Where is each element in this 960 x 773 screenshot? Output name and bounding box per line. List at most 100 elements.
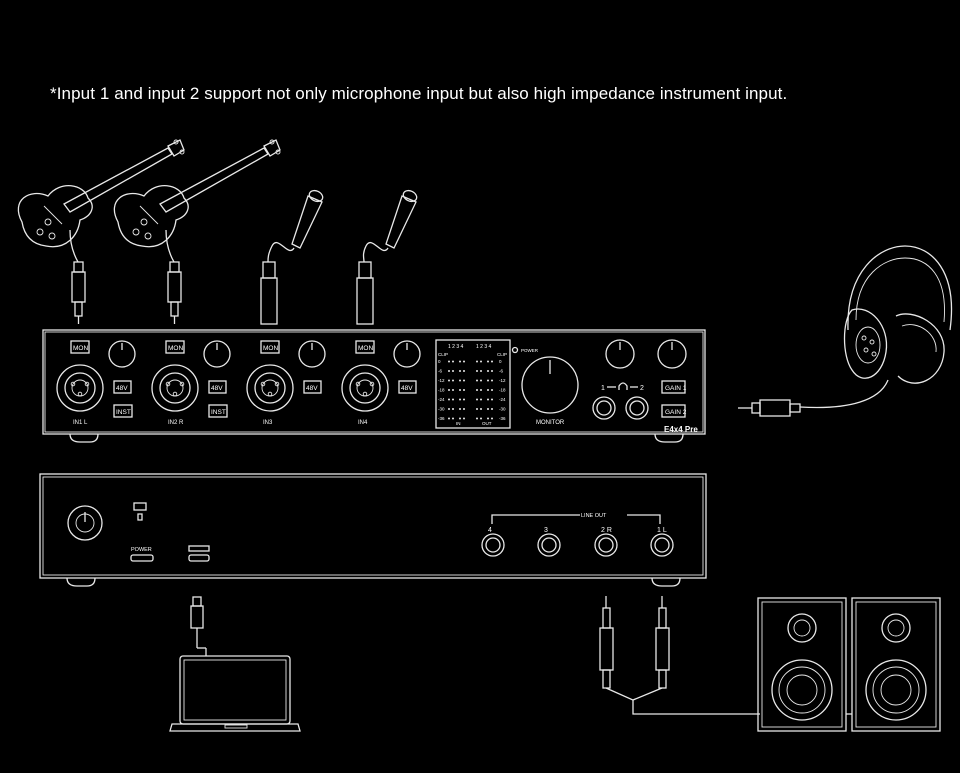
mon-label: MON <box>168 345 183 352</box>
meter-led-icon <box>452 408 454 410</box>
combo-jack[interactable] <box>151 364 199 412</box>
microphone-1-icon <box>260 189 324 325</box>
gain-knob[interactable] <box>298 340 326 368</box>
line-out-number: 4 <box>488 527 492 534</box>
meter-scale-right: -36 <box>499 416 506 421</box>
mon-label: MON <box>263 345 278 352</box>
meter-led-icon <box>448 379 450 382</box>
combo-jack[interactable] <box>246 364 294 412</box>
gain-knob[interactable] <box>108 340 136 368</box>
jack-plug-2-icon <box>167 261 182 324</box>
meter-led-icon <box>491 370 493 372</box>
monitor-knob[interactable] <box>521 356 579 414</box>
line-out-label: LINE OUT <box>581 513 607 519</box>
note-text: *Input 1 and input 2 support not only mi… <box>50 84 788 103</box>
usb-c-port[interactable] <box>188 554 210 562</box>
meter-led-icon <box>463 408 465 410</box>
meter-scale-left: -36 <box>438 416 445 421</box>
inst-label: INST <box>116 409 131 416</box>
meter-led-icon <box>448 417 450 420</box>
meter-led-icon <box>476 389 478 391</box>
meter-led-icon <box>459 389 461 391</box>
meter-led-icon <box>480 370 482 372</box>
meter-led-icon <box>476 379 478 382</box>
headphone-symbol-icon <box>618 382 628 390</box>
mon-button[interactable] <box>355 340 375 354</box>
gain-2-knob[interactable] <box>657 339 687 369</box>
headphone-jack-2[interactable] <box>625 396 649 420</box>
phantom-48v-button[interactable] <box>398 380 417 394</box>
meter-scale-right: -6 <box>499 369 503 374</box>
phantom-48v-button[interactable] <box>113 380 132 394</box>
meter-led-icon <box>448 408 450 410</box>
meter-led-icon <box>459 370 461 372</box>
usb-c-marker <box>188 545 210 552</box>
meter-scale-left: -12 <box>438 378 445 383</box>
meter-led-icon <box>463 370 465 372</box>
meter-led-icon <box>491 389 493 391</box>
meter-led-icon <box>491 379 493 382</box>
meter-led-icon <box>463 398 465 401</box>
mon-button[interactable] <box>260 340 280 354</box>
mon-button[interactable] <box>70 340 90 354</box>
phantom-48v-button[interactable] <box>303 380 322 394</box>
speaker-right-icon <box>851 597 941 732</box>
meter-led-icon <box>459 379 461 382</box>
meter-clip-right: CLIP <box>497 352 507 357</box>
combo-jack[interactable] <box>56 364 104 412</box>
meter-led-icon <box>491 408 493 410</box>
model-label: E4x4 Pre <box>664 425 698 434</box>
inst-button[interactable] <box>208 404 228 418</box>
jack-plug-1-icon <box>71 261 86 324</box>
gain-2-box <box>661 404 686 418</box>
mon-button[interactable] <box>165 340 185 354</box>
headphone-1-label: 1 <box>601 385 605 392</box>
meter-led-icon <box>491 398 493 401</box>
gain-1-knob[interactable] <box>605 339 635 369</box>
meter-led-icon <box>476 360 478 363</box>
input-label: IN3 <box>263 420 273 426</box>
meter-led-icon <box>491 360 493 363</box>
back-panel <box>39 473 707 587</box>
input-label: IN4 <box>358 420 368 426</box>
meter-led-icon <box>463 417 465 420</box>
power-led-icon <box>511 346 519 354</box>
meter-scale-left: 0 <box>438 359 441 364</box>
inst-label: INST <box>211 409 226 416</box>
line-out-number: 1 L <box>657 527 667 534</box>
phantom-48v-button[interactable] <box>208 380 227 394</box>
meter-led-icon <box>480 389 482 391</box>
line-out-number: 2 R <box>601 527 612 534</box>
combo-jack[interactable] <box>341 364 389 412</box>
gain-knob[interactable] <box>203 340 231 368</box>
meter-scale-left: -6 <box>438 369 442 374</box>
meter-led-icon <box>476 398 478 401</box>
microphone-2-icon <box>356 189 418 325</box>
meter-led-icon <box>463 379 465 382</box>
meter-led-icon <box>480 417 482 420</box>
meter-led-icon <box>459 398 461 401</box>
power-switch[interactable] <box>67 505 103 541</box>
meter-led-icon <box>476 408 478 410</box>
back-power-label: POWER <box>131 547 152 553</box>
meter-led-icon <box>463 360 465 363</box>
power-usb-port[interactable] <box>130 554 154 562</box>
line-out-1[interactable]: 4 <box>481 527 505 557</box>
line-out-3[interactable]: 2 R <box>594 527 618 557</box>
phantom-48v-label: 48V <box>211 385 223 392</box>
headphone-jack-1[interactable] <box>592 396 616 420</box>
inst-button[interactable] <box>113 404 133 418</box>
gain-knob[interactable] <box>393 340 421 368</box>
line-out-number: 3 <box>544 527 548 534</box>
meter-led-icon <box>452 389 454 391</box>
meter-top-right: 1 2 3 4 <box>476 344 492 350</box>
meter-scale-right: -24 <box>499 397 506 402</box>
meter-led-icon <box>480 360 482 363</box>
line-out-4[interactable]: 1 L <box>650 527 674 557</box>
line-out-2[interactable]: 3 <box>537 527 561 557</box>
headphones-icon <box>799 245 952 409</box>
